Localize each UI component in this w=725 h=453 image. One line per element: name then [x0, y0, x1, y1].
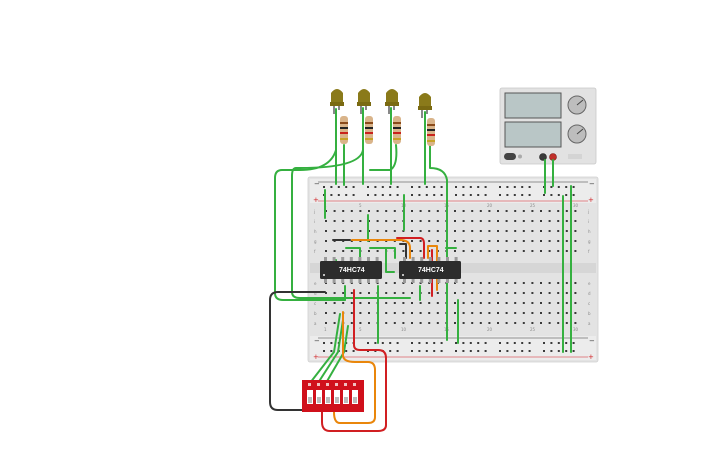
row-label-c: c — [314, 301, 316, 306]
chip-pins — [403, 257, 458, 283]
chip-label: 74HC74 — [339, 267, 365, 274]
resistor-2[interactable] — [365, 116, 373, 144]
row-label-h: h — [314, 229, 317, 234]
row-label-j: j — [313, 209, 315, 214]
row-label-c-right: c — [588, 301, 590, 306]
row-label-e: e — [314, 281, 317, 286]
chip-74hc74-right[interactable]: 74HC74 — [399, 257, 461, 283]
col-number-10-bottom: 10 — [401, 327, 407, 332]
led-2[interactable] — [357, 89, 371, 114]
dip-position-marker-1 — [308, 383, 311, 386]
dip-position-marker-2 — [317, 383, 320, 386]
dip-toggle-knob-4 — [335, 397, 339, 403]
row-label-g-right: g — [588, 239, 591, 244]
dip-switch[interactable] — [302, 380, 364, 412]
col-number-5-bottom: 5 — [359, 327, 362, 332]
row-label-f: f — [314, 249, 316, 254]
dip-toggle-knob-2 — [317, 397, 321, 403]
dip-position-marker-4 — [335, 383, 338, 386]
power-switch[interactable] — [504, 153, 516, 160]
rail-plus-bottom: + — [313, 353, 319, 361]
row-label-a: a — [314, 321, 317, 326]
col-number-1-bottom: 1 — [324, 327, 327, 332]
resistor-3[interactable] — [393, 116, 401, 144]
dip-toggle-knob-1 — [308, 397, 312, 403]
led-4[interactable] — [418, 93, 432, 118]
row-label-f-right: f — [588, 249, 590, 254]
rail-minus-bottom: − — [314, 337, 320, 345]
current-display — [504, 121, 562, 148]
row-label-e-right: e — [588, 281, 591, 286]
led-1[interactable] — [330, 89, 344, 114]
row-label-d-right: d — [588, 291, 591, 296]
dip-position-marker-3 — [326, 383, 329, 386]
rail-minus-top: − — [314, 180, 320, 188]
resistor-1[interactable] — [340, 116, 348, 144]
row-label-g: g — [314, 239, 317, 244]
rail-minus-bottom-right: − — [589, 337, 595, 345]
row-letters-left: j i h g f e d c b a — [313, 209, 317, 326]
dip-position-marker-5 — [344, 383, 347, 386]
green-wires[interactable] — [274, 107, 572, 384]
chip-label: 74HC74 — [418, 267, 444, 274]
row-label-b-right: b — [588, 311, 591, 316]
row-label-a-right: a — [588, 321, 591, 326]
row-label-i-right: i — [588, 219, 589, 224]
row-label-d: d — [314, 291, 317, 296]
col-number-5: 5 — [359, 203, 362, 208]
col-number-25-bottom: 25 — [530, 327, 536, 332]
negative-terminal[interactable] — [539, 153, 547, 161]
col-number-20-bottom: 20 — [487, 327, 493, 332]
rail-plus-top: + — [313, 196, 319, 204]
row-label-i: i — [314, 219, 315, 224]
dip-toggle-knob-6 — [353, 397, 357, 403]
row-label-b: b — [314, 311, 317, 316]
black-wires[interactable] — [269, 239, 407, 411]
chip-pins — [324, 257, 379, 283]
resistor-4[interactable] — [427, 118, 435, 146]
rail-minus-top-right: − — [589, 180, 595, 188]
col-number-30-bottom: 30 — [573, 327, 579, 332]
row-letters-right: j i h g f e d c b a — [587, 209, 591, 326]
rail-plus-bottom-right: + — [588, 353, 594, 361]
chip-74hc74-left[interactable]: 74HC74 — [320, 257, 382, 283]
led-3[interactable] — [385, 89, 399, 114]
col-number-20: 20 — [487, 203, 493, 208]
col-number-25: 25 — [530, 203, 536, 208]
col-number-30: 30 — [573, 203, 579, 208]
dip-toggle-knob-5 — [344, 397, 348, 403]
rail-plus-top-right: + — [588, 196, 594, 204]
row-label-h-right: h — [588, 229, 591, 234]
power-supply[interactable] — [499, 87, 597, 165]
row-label-j-right: j — [587, 209, 589, 214]
dip-toggles[interactable] — [307, 383, 358, 404]
dip-position-marker-6 — [353, 383, 356, 386]
dip-toggle-knob-3 — [326, 397, 330, 403]
voltage-display — [504, 92, 562, 119]
